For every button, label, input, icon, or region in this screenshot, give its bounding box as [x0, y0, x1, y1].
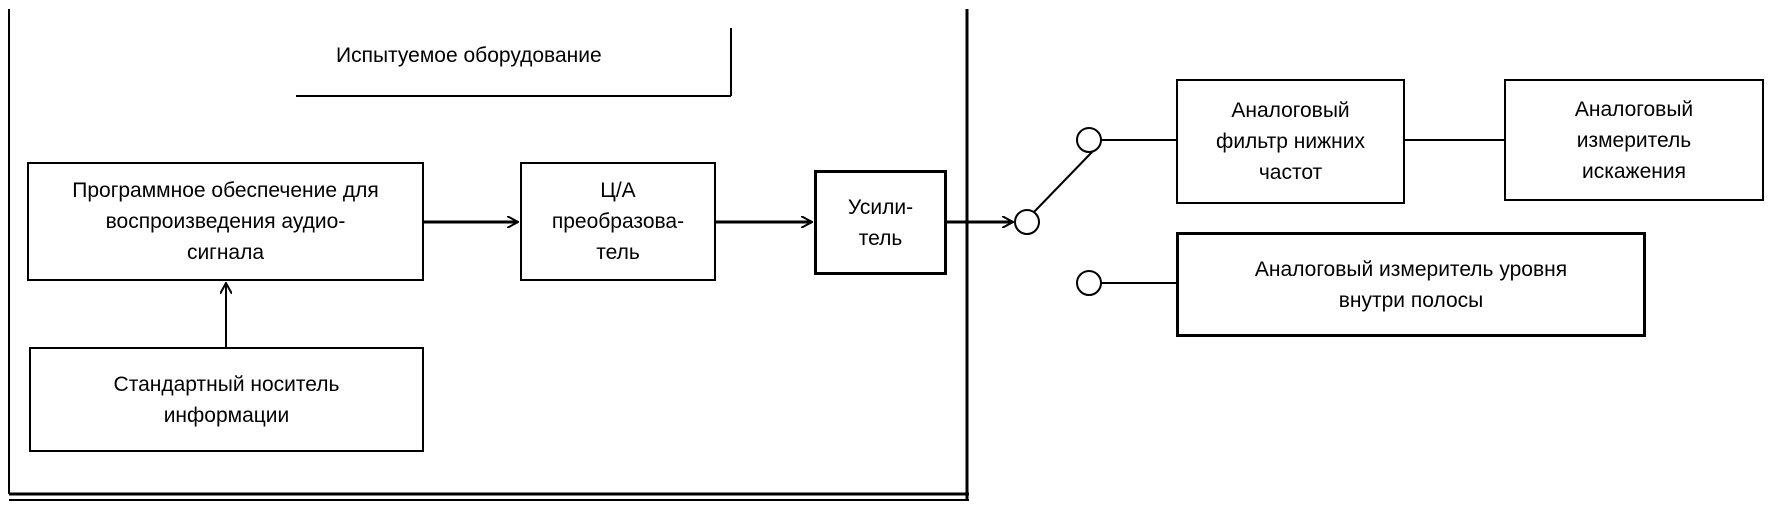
dac-box: Ц/А преобразова- тель — [520, 162, 716, 281]
software-playback-box: Программное обеспечение для воспроизведе… — [27, 162, 424, 281]
switch-input-terminal — [1014, 209, 1040, 235]
level-meter-box: Аналоговый измеритель уровня внутри поло… — [1176, 232, 1646, 337]
equipment-title: Испытуемое оборудование — [336, 44, 602, 67]
equipment-frame — [8, 9, 969, 501]
switch-terminal-filter — [1076, 127, 1102, 153]
switch-lever — [1033, 150, 1094, 213]
switch-terminal-level — [1076, 270, 1102, 296]
amplifier-box: Усили- тель — [814, 170, 947, 275]
distortion-meter-box: Аналоговый измеритель искажения — [1504, 79, 1764, 201]
lowpass-filter-box: Аналоговый фильтр нижних частот — [1176, 79, 1405, 204]
storage-media-box: Стандартный носитель информации — [29, 347, 424, 452]
